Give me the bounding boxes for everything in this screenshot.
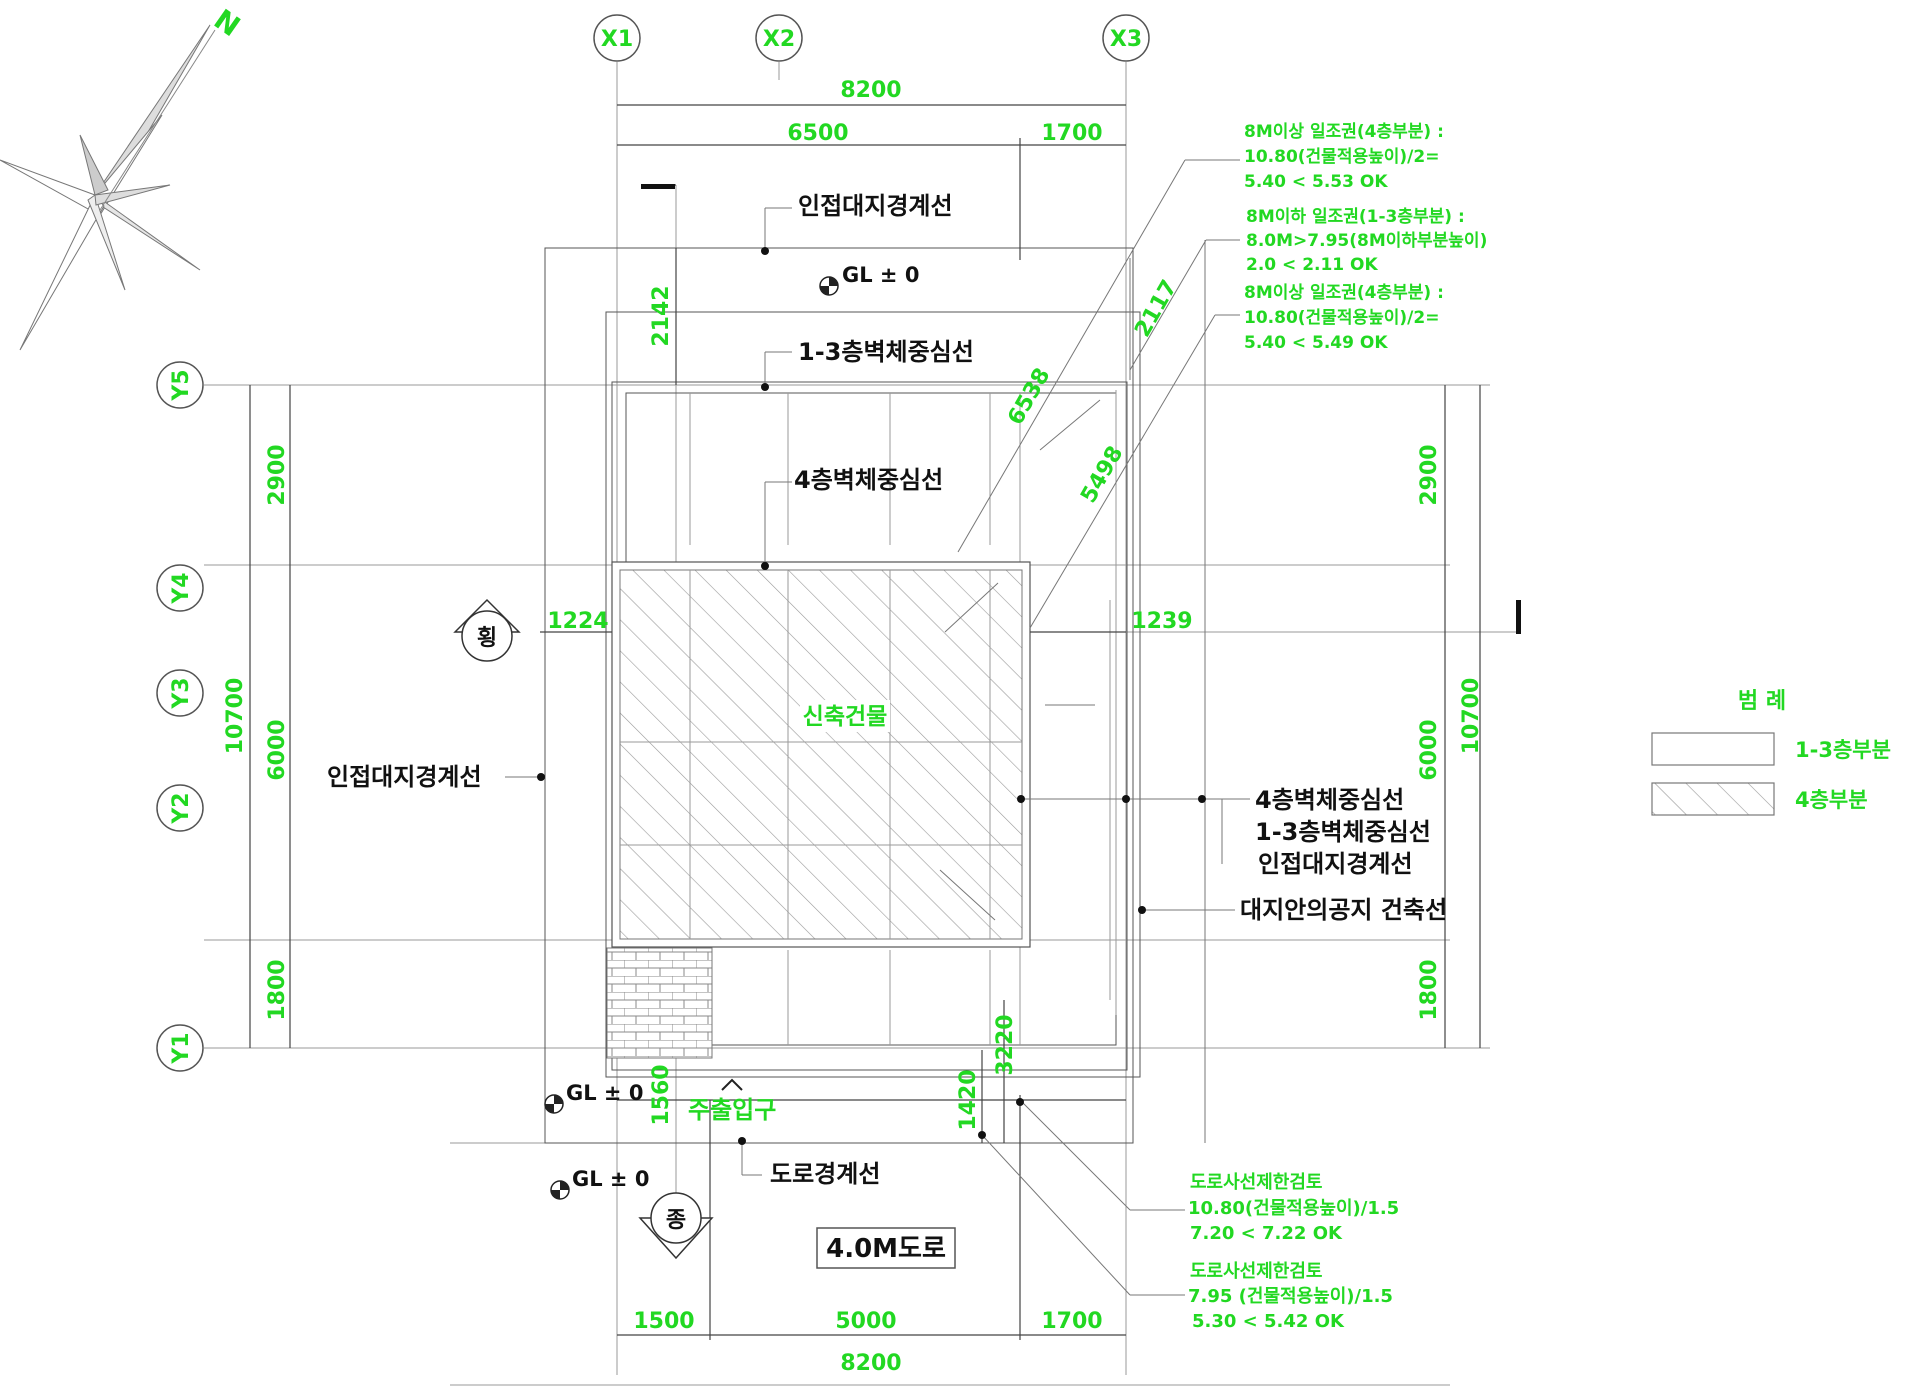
legend-title: 범 례	[1738, 689, 1786, 714]
sunlight-note-2-line3: 2.0 < 2.11 OK	[1246, 255, 1379, 275]
sunlight-notes: 8M이상 일조권(4층부분) : 10.80(건물적용높이)/2= 5.40 <…	[1244, 122, 1487, 353]
dim-bottom-total: 8200	[840, 1351, 901, 1376]
label-right-wall-center-1-3: 1-3층벽체중심선	[1255, 818, 1431, 846]
label-wall-center-1-3: 1-3층벽체중심선	[798, 338, 974, 366]
sunlight-note-3-line3: 5.40 < 5.49 OK	[1244, 333, 1388, 353]
legend-label-4f: 4층부분	[1795, 788, 1868, 812]
grid-x2-label: X2	[763, 27, 795, 52]
dim-bottom-b: 5000	[835, 1309, 896, 1334]
legend-swatch-1-3f	[1651, 732, 1775, 766]
dim-left-b: 6000	[265, 719, 290, 780]
grid-x-bubbles: X1 X2 X3	[593, 14, 1150, 62]
grid-y5-label: Y5	[169, 369, 194, 401]
dim-right-c: 1800	[1417, 959, 1442, 1020]
sunlight-note-3-line1: 8M이상 일조권(4층부분) :	[1244, 283, 1444, 303]
gl-bottom-1-label: GL ± 0	[566, 1081, 643, 1105]
sunlight-note-1-line1: 8M이상 일조권(4층부분) :	[1244, 122, 1444, 142]
road-note-2-line1: 도로사선제한검토	[1190, 1261, 1322, 1282]
dim-bottom-a: 1500	[633, 1309, 694, 1334]
road-note-2-line3: 5.30 < 5.42 OK	[1192, 1311, 1345, 1332]
gl-markers: GL ± 0 GL ± 0 GL ± 0	[544, 263, 919, 1200]
road-label-box	[816, 1227, 956, 1269]
gl-marker-bottom-2: GL ± 0	[550, 1167, 649, 1200]
label-right-adjacent-boundary: 인접대지경계선	[1258, 850, 1413, 878]
sunlight-note-2-line1: 8M이하 일조권(1-3층부분) :	[1246, 207, 1465, 227]
dim-2117: 2117	[1130, 276, 1182, 342]
road-notes: 도로사선제한검토 10.80(건물적용높이)/1.5 7.20 < 7.22 O…	[1188, 1172, 1399, 1332]
section-mark-v: 종	[666, 1208, 686, 1233]
road-note-1-line1: 도로사선제한검토	[1190, 1172, 1322, 1193]
north-label: N	[208, 3, 246, 43]
grid-x3-label: X3	[1110, 27, 1142, 52]
road-note-2-line2: 7.95 (건물적용높이)/1.5	[1188, 1286, 1393, 1307]
grid-x1-label: X1	[601, 27, 633, 52]
grid-y2-label: Y2	[169, 792, 194, 824]
building-4f-area: 신축건물	[611, 561, 1031, 948]
legend: 범 례 1-3층부분 4층부분	[1651, 689, 1891, 816]
sunlight-note-1-line3: 5.40 < 5.53 OK	[1244, 172, 1388, 192]
legend-swatch-4f	[1651, 782, 1775, 816]
label-adjacent-boundary-top: 인접대지경계선	[798, 192, 953, 220]
grid-y4-label: Y4	[169, 572, 194, 604]
label-wall-center-4: 4층벽체중심선	[794, 466, 943, 494]
road-note-1-line3: 7.20 < 7.22 OK	[1190, 1223, 1343, 1244]
label-open-space-line: 대지안의공지 건축선	[1240, 896, 1447, 924]
grid-y1-label: Y1	[169, 1032, 194, 1064]
label-adjacent-boundary-left: 인접대지경계선	[327, 763, 482, 791]
dim-setback-left: 1224	[547, 609, 608, 634]
dim-left-total: 10700	[223, 678, 248, 755]
label-main-entrance: 주출입구	[688, 1096, 776, 1124]
label-road-boundary: 도로경계선	[770, 1160, 880, 1188]
grid-y3-label: Y3	[169, 677, 194, 709]
dimension-lines	[249, 104, 1481, 1340]
leader-lines	[505, 207, 1250, 1176]
section-mark-h: 횡	[477, 626, 497, 651]
diagonal-check-lines	[939, 159, 1240, 1296]
dimension-texts: 8200 6500 1700 1500 5000 1700 8200 2900 …	[223, 78, 1484, 1376]
grid-y-bubbles: Y5 Y4 Y3 Y2 Y1	[156, 361, 204, 1072]
building-label: 신축건물	[803, 704, 888, 730]
legend-label-1-3f: 1-3층부분	[1795, 738, 1891, 762]
dim-1560: 1560	[649, 1064, 674, 1125]
entrance-paving	[606, 947, 713, 1059]
dim-2142: 2142	[649, 285, 674, 346]
dim-right-a: 2900	[1417, 444, 1442, 505]
section-marks: 횡 종	[453, 184, 1521, 1260]
dim-setback-right: 1239	[1131, 609, 1192, 634]
gl-marker-top: GL ± 0	[819, 263, 919, 296]
label-right-wall-center-4: 4층벽체중심선	[1255, 786, 1404, 814]
plan-labels: 인접대지경계선 1-3층벽체중심선 4층벽체중심선 인접대지경계선 4층벽체중심…	[327, 192, 1447, 1269]
dim-right-total: 10700	[1459, 678, 1484, 755]
entrance-arrow-icon	[721, 1078, 743, 1091]
label-road: 4.0M도로	[826, 1234, 946, 1264]
dim-left-c: 1800	[265, 959, 290, 1020]
north-arrow-icon: N	[0, 3, 246, 351]
dim-3220: 3220	[993, 1014, 1018, 1075]
dim-top-a: 6500	[787, 121, 848, 146]
dim-top-b: 1700	[1041, 121, 1102, 146]
gl-top-label: GL ± 0	[842, 263, 919, 287]
sunlight-note-3-line2: 10.80(건물적용높이)/2=	[1244, 308, 1439, 328]
gl-marker-bottom-1: GL ± 0	[544, 1081, 643, 1114]
dim-bottom-c: 1700	[1041, 1309, 1102, 1334]
gl-bottom-2-label: GL ± 0	[572, 1167, 649, 1191]
sunlight-note-1-line2: 10.80(건물적용높이)/2=	[1244, 147, 1439, 167]
dim-right-b: 6000	[1417, 719, 1442, 780]
dim-1420: 1420	[956, 1069, 981, 1130]
dim-left-a: 2900	[265, 444, 290, 505]
dim-top-total: 8200	[840, 78, 901, 103]
sunlight-note-2-line2: 8.0M>7.95(8M이하부분높이)	[1246, 231, 1487, 251]
road-note-1-line2: 10.80(건물적용높이)/1.5	[1188, 1198, 1399, 1219]
